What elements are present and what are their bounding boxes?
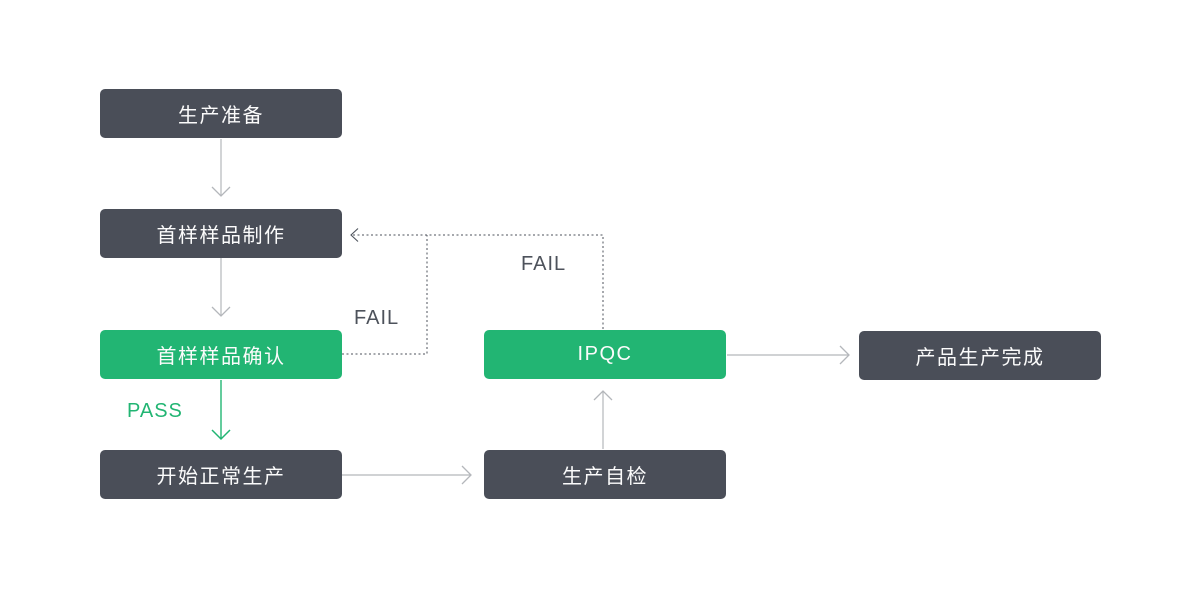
node-product-production-complete: 产品生产完成 xyxy=(859,331,1101,380)
node-label: 首样样品制作 xyxy=(156,225,286,247)
label-fail-ipqc: FAIL xyxy=(521,253,567,275)
node-label: 生产自检 xyxy=(562,466,648,488)
node-first-sample-confirmation: 首样样品确认 xyxy=(100,330,342,379)
node-production-preparation: 生产准备 xyxy=(100,89,342,138)
node-production-self-check: 生产自检 xyxy=(484,450,726,499)
edge-fail-confirmation-return xyxy=(342,235,428,355)
node-first-sample-making: 首样样品制作 xyxy=(100,209,342,258)
node-label: 开始正常生产 xyxy=(156,466,286,488)
label-pass: PASS xyxy=(127,400,183,422)
node-label: IPQC xyxy=(577,343,633,365)
node-label: 首样样品确认 xyxy=(156,346,286,368)
edge-fail-ipqc-return xyxy=(350,228,604,329)
node-ipqc: IPQC xyxy=(484,330,726,379)
node-label: 产品生产完成 xyxy=(915,347,1045,369)
label-fail-sample-confirmation: FAIL xyxy=(354,307,400,329)
node-start-normal-production: 开始正常生产 xyxy=(100,450,342,499)
node-label: 生产准备 xyxy=(178,105,264,127)
